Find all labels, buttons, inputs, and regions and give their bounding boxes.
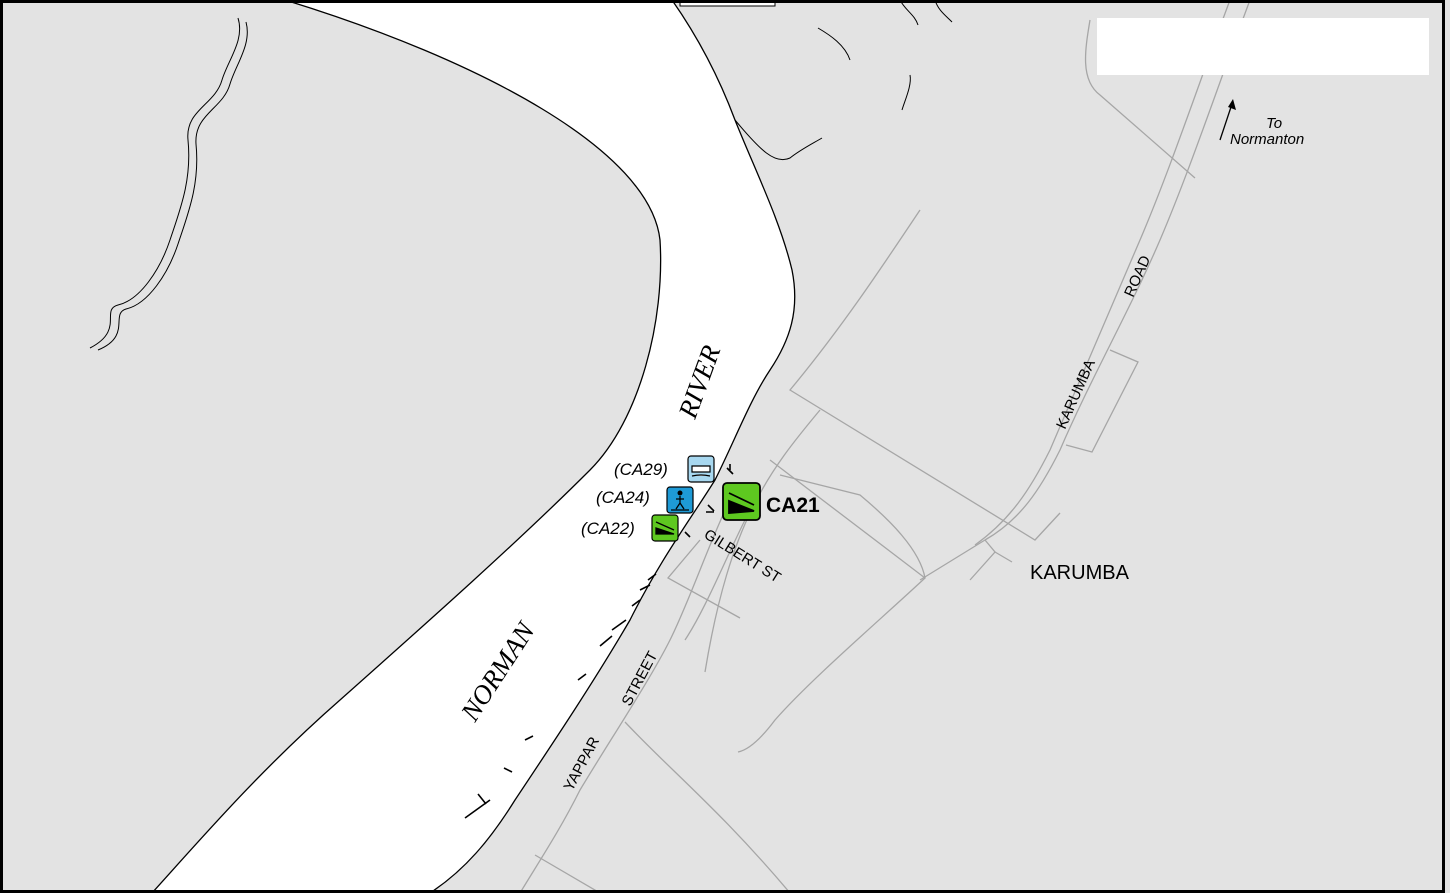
- east-creek: [734, 119, 823, 161]
- facility-ca29[interactable]: (CA29): [614, 455, 715, 483]
- normanton-label: Normanton: [1230, 131, 1304, 148]
- facility-label-ca24: (CA24): [596, 488, 650, 507]
- road-network: [519, 0, 1251, 893]
- facility-ca24[interactable]: (CA24): [596, 486, 694, 514]
- east-creek-4: [901, 74, 911, 111]
- east-shoreline: [429, 0, 796, 893]
- facility-label-ca22: (CA22): [581, 519, 635, 538]
- facility-ca22[interactable]: (CA22): [581, 514, 679, 542]
- arrow-head-icon: [1228, 99, 1236, 110]
- west-creek-bank: [97, 21, 248, 351]
- facility-ca21[interactable]: CA21: [722, 482, 820, 521]
- jetties: [464, 464, 734, 819]
- west-shoreline: [151, 0, 662, 893]
- facility-label-ca21: CA21: [766, 494, 820, 517]
- facility-label-ca29: (CA29): [614, 460, 668, 479]
- direction-arrow: [1219, 103, 1233, 141]
- to-label: To: [1266, 115, 1282, 132]
- norman-river: [152, 0, 795, 893]
- east-creek-2: [817, 27, 851, 61]
- west-creek: [89, 17, 240, 349]
- town-label: KARUMBA: [1030, 562, 1130, 584]
- legend-box: [1097, 18, 1429, 75]
